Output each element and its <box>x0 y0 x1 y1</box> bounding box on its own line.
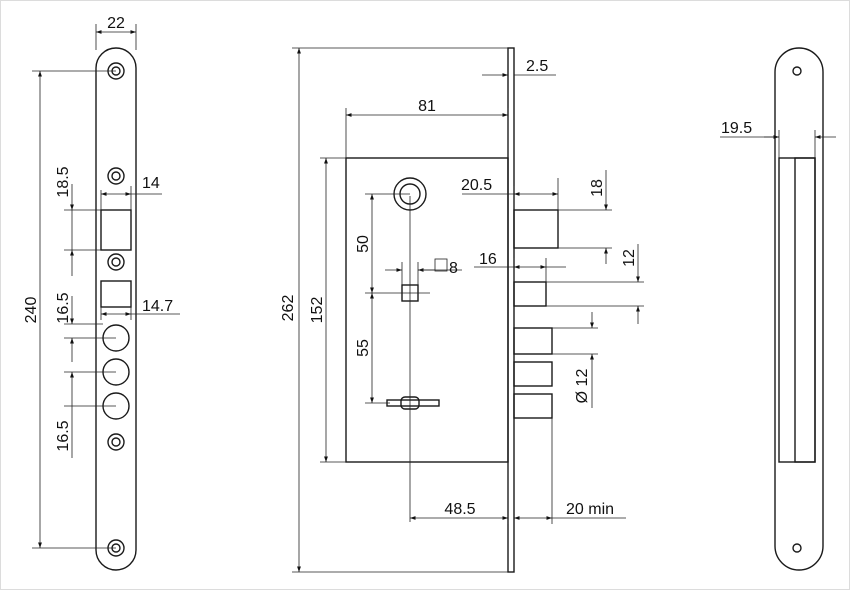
latch-opening <box>100 209 132 251</box>
dim-left-width: 22 <box>95 15 137 50</box>
dim-min-clearance: 20 min <box>514 418 626 524</box>
dim-deadbolt-height: 12 <box>546 244 644 324</box>
dim-round-hole-pitch-label: 16.5 <box>55 420 72 451</box>
dim-latch-opening-label: 18.5 <box>55 166 72 197</box>
lock-case <box>345 157 509 463</box>
dim-deadbolt-projection: 16 <box>474 251 566 282</box>
dim-latch-projection-label: 20.5 <box>461 177 492 194</box>
dim-latch-offset-label: 14 <box>142 175 160 192</box>
dim-deadbolt-opening-label: 16.5 <box>55 292 72 323</box>
strike-screw-hole-bottom <box>792 543 802 553</box>
dim-left-height: 240 <box>23 70 116 549</box>
screw-hole-upper <box>107 167 125 185</box>
left-view-faceplate: 22 240 18.5 14 <box>23 15 180 571</box>
dim-case-width-label: 81 <box>418 98 436 115</box>
dim-backset-label: 48.5 <box>444 501 475 518</box>
dim-spindle-square: 8 <box>385 258 462 285</box>
front-view-lock-body: 262 152 81 2.5 50 <box>280 47 644 573</box>
strike-screw-hole-top <box>792 66 802 76</box>
dim-spindle-to-cylinder-label: 55 <box>355 339 372 357</box>
dim-latch-projection: 20.5 <box>461 177 559 210</box>
dim-case-width: 81 <box>345 98 509 158</box>
strike-pocket-inner <box>794 157 816 463</box>
faceplate-outline <box>95 47 137 571</box>
strike-plate-outline <box>774 47 824 571</box>
dim-deadbolt-height-label: 12 <box>621 249 638 267</box>
latch-bolt <box>513 209 559 249</box>
dim-latch-offset: 14 <box>100 175 162 210</box>
dim-bolt-diameter: Ø 12 <box>552 312 598 408</box>
dim-deadbolt-projection-label: 16 <box>479 251 497 268</box>
deadbolt <box>513 281 547 307</box>
main-bolt-1 <box>513 327 553 355</box>
dim-min-clearance-label: 20 min <box>566 501 614 518</box>
dim-deadbolt-opening: 16.5 <box>55 292 116 362</box>
dim-backset: 48.5 <box>410 462 509 524</box>
main-bolt-2 <box>513 361 553 387</box>
dim-spindle-square-label: 8 <box>449 260 458 277</box>
dim-latch-height: 18 <box>558 170 612 264</box>
dim-strike-depth-label: 19.5 <box>721 120 752 137</box>
deadbolt-opening <box>100 280 132 308</box>
strike-pocket-outer <box>778 157 816 463</box>
right-view-strike-plate: 19.5 <box>720 47 836 571</box>
dim-faceplate-thickness-label: 2.5 <box>526 58 548 75</box>
dim-round-hole-pitch: 16.5 <box>55 371 116 458</box>
dim-case-height-label: 152 <box>309 297 326 324</box>
faceplate-edge <box>507 47 515 573</box>
key-slot <box>386 396 440 410</box>
dim-spindle-to-key: 50 <box>355 193 430 294</box>
dim-case-height: 152 <box>309 157 346 463</box>
dim-faceplate-thickness: 2.5 <box>482 58 556 77</box>
dim-total-height: 262 <box>280 47 508 573</box>
dim-spindle-to-key-label: 50 <box>355 235 372 253</box>
dim-latch-opening: 18.5 <box>55 166 101 276</box>
screw-hole-middle <box>107 253 125 271</box>
dim-spindle-to-cylinder: 55 <box>355 293 390 404</box>
dim-strike-depth: 19.5 <box>720 120 836 158</box>
dim-left-height-label: 240 <box>23 297 40 324</box>
dim-latch-height-label: 18 <box>589 179 606 197</box>
dim-deadbolt-offset-label: 14.7 <box>142 298 173 315</box>
main-bolt-3 <box>513 393 553 419</box>
dim-bolt-diameter-label: Ø 12 <box>574 369 591 404</box>
square-symbol-icon <box>434 258 448 272</box>
screw-hole-lower <box>107 433 125 451</box>
dim-left-width-label: 22 <box>107 15 125 32</box>
dim-total-height-label: 262 <box>280 295 297 322</box>
dim-deadbolt-offset: 14.7 <box>100 298 180 320</box>
